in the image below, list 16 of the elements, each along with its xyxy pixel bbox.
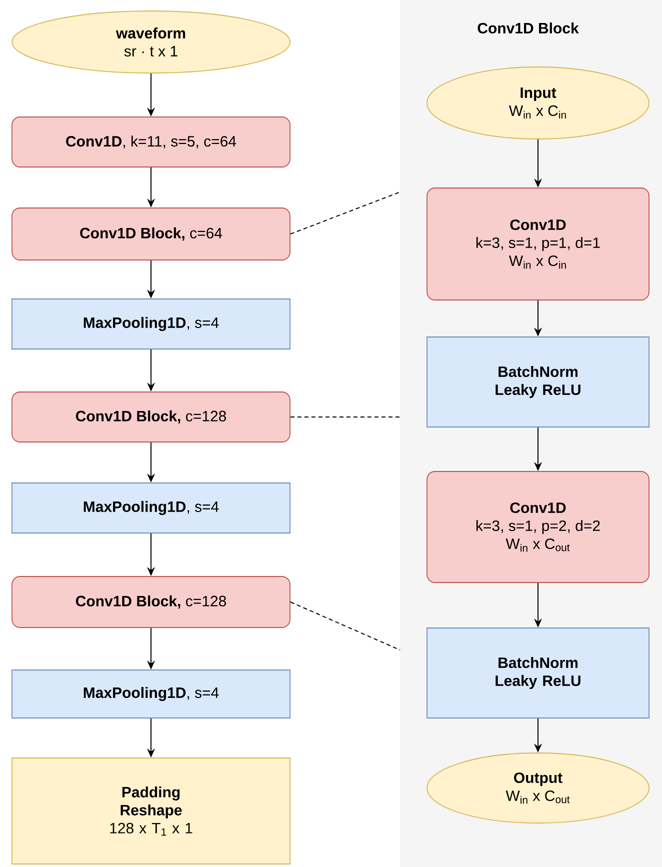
pooling-box: MaxPooling1D, s=4 — [12, 482, 290, 534]
pooling-box: MaxPooling1D, s=4 — [12, 670, 290, 718]
dashed-connector — [290, 416, 400, 418]
norm-box: BatchNorm Leaky ReLU — [426, 628, 650, 718]
block-box: Conv1D Block, c=128 — [12, 392, 290, 442]
layer-box: Conv1D k=3, s=1, p=2, d=2 W$_{in}$ x C$_{out}$ — [426, 471, 650, 583]
dashed-connector — [290, 192, 400, 234]
layer-box: Conv1D, k=11, s=5, c=64 — [12, 116, 290, 168]
panel-title: Conv1D Block — [478, 22, 579, 34]
block-box: Conv1D Block, c=128 — [12, 576, 290, 628]
norm-box: BatchNorm Leaky ReLU — [426, 336, 650, 428]
pooling-box: MaxPooling1D, s=4 — [12, 298, 290, 350]
reshape-box: Padding Reshape 128 x T$_{1}$ x 1 — [12, 758, 290, 864]
layer-box: Conv1D k=3, s=1, p=1, d=1 W$_{in}$ x C$_{in}$ — [426, 188, 650, 300]
block-box: Conv1D Block, c=64 — [12, 208, 290, 260]
dashed-connector — [290, 602, 400, 650]
